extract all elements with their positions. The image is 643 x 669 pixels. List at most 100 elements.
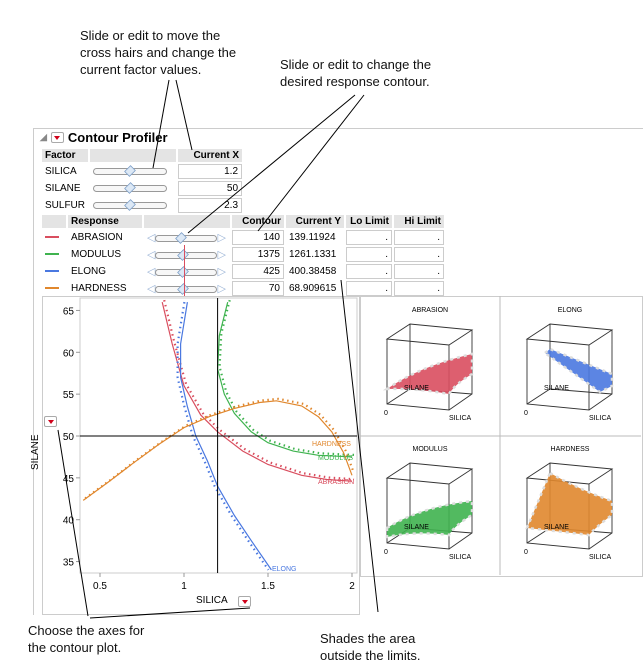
current-marker	[184, 262, 185, 279]
contour-shade-dots	[176, 301, 270, 571]
cube-frame	[385, 462, 474, 550]
lo-limit-input[interactable]: .	[346, 247, 392, 262]
current-y-value: 400.38458	[289, 266, 337, 277]
callout-line: Slide or edit to change the	[280, 57, 432, 72]
contour-input[interactable]: 70	[232, 281, 284, 296]
factor-slider[interactable]	[90, 181, 176, 196]
red-triangle-menu-icon[interactable]	[50, 132, 64, 143]
contour-slider[interactable]: ◁▷	[144, 279, 230, 296]
y-tick-label: 50	[63, 432, 75, 443]
axis-origin: 0	[384, 549, 388, 556]
x-tick-label: 1	[181, 581, 187, 592]
callout-line: desired response contour.	[280, 74, 430, 89]
callout-line: Choose the axes for	[28, 623, 145, 638]
y-tick-label: 35	[63, 558, 75, 569]
factor-callout: Slide or edit to move the cross hairs an…	[80, 27, 236, 78]
callout-line: Shades the area	[320, 631, 416, 646]
legend-swatch	[42, 281, 66, 296]
contour-slider[interactable]: ◁▷	[144, 245, 230, 262]
left-arrow-icon[interactable]: ◁	[147, 283, 156, 295]
col-swatch	[42, 215, 66, 228]
y-tick-label: 55	[63, 390, 75, 401]
right-arrow-icon[interactable]: ▷	[217, 232, 226, 244]
axes-callout: Choose the axes for the contour plot.	[28, 622, 144, 656]
disclosure-icon[interactable]: ◢	[40, 132, 47, 142]
current-marker	[184, 279, 185, 296]
contour-line-elong	[180, 302, 272, 571]
callout-line: cross hairs and change the	[80, 45, 237, 60]
x-tick-label: 2	[349, 581, 355, 592]
surface-x-label: SILICA	[449, 554, 472, 561]
y-tick-label: 45	[63, 474, 75, 485]
y-axis-menu-icon[interactable]	[44, 416, 57, 427]
surface-y-label: SILANE	[404, 524, 429, 531]
callout-line: Slide or edit to move the	[80, 28, 221, 43]
hi-limit-input[interactable]: .	[394, 230, 444, 245]
response-name: ABRASION	[71, 232, 123, 243]
panel-title: Contour Profiler	[67, 130, 168, 145]
current-y-value: 139.11924	[289, 232, 336, 243]
surface-y-label: SILANE	[544, 385, 569, 392]
curve-label: MODULUS	[318, 455, 353, 462]
axis-origin: 0	[384, 410, 388, 417]
right-arrow-icon[interactable]: ▷	[217, 266, 226, 278]
left-arrow-icon[interactable]: ◁	[147, 249, 156, 261]
contour-line-abrasion	[161, 301, 353, 482]
x-tick-label: 1.5	[261, 581, 275, 592]
callout-line: outside the limits.	[320, 648, 421, 663]
surface-mesh	[385, 499, 474, 539]
surface-title: MODULUS	[412, 446, 447, 453]
contour-input[interactable]: 425	[232, 264, 284, 279]
contour-slider[interactable]: ◁▷	[144, 262, 230, 279]
contour-slider[interactable]: ◁▷	[144, 230, 230, 245]
response-surface	[387, 501, 472, 537]
current-y-value: 68.909615	[289, 283, 337, 294]
left-arrow-icon[interactable]: ◁	[147, 266, 156, 278]
surface-x-label: SILICA	[589, 415, 612, 422]
curve-label: ELONG	[272, 566, 297, 573]
lo-limit-input[interactable]: .	[346, 230, 392, 245]
contour-line-modulus	[216, 301, 353, 458]
hi-limit-input[interactable]: .	[394, 247, 444, 262]
x-tick-label: 0.5	[93, 581, 107, 592]
response-name: ELONG	[71, 266, 107, 277]
y-tick-label: 60	[63, 348, 75, 359]
hi-limit-input[interactable]: .	[394, 281, 444, 296]
y-tick-label: 40	[63, 516, 75, 527]
factor-slider[interactable]	[90, 164, 176, 179]
response-name: HARDNESS	[71, 283, 127, 294]
axis-origin: 0	[524, 410, 528, 417]
hi-limit-input[interactable]: .	[394, 264, 444, 279]
y-axis-label: SILANE	[30, 434, 41, 470]
callout-line: current factor values.	[80, 62, 202, 77]
lo-limit-input[interactable]: .	[346, 264, 392, 279]
current-y-value: 1261.1331	[289, 249, 337, 260]
surface-plot-grid[interactable]: ABRASION0SILICASILANEELONG0SILICASILANEM…	[360, 296, 643, 577]
contour-shade-dots	[84, 397, 356, 500]
curve-label: HARDNESS	[312, 441, 351, 448]
right-arrow-icon[interactable]: ▷	[217, 283, 226, 295]
left-arrow-icon[interactable]: ◁	[147, 232, 156, 244]
cube-frame	[525, 323, 614, 411]
factor-slider[interactable]	[90, 198, 176, 213]
contour-input[interactable]: 1375	[232, 247, 284, 262]
response-surface	[545, 349, 612, 392]
right-arrow-icon[interactable]: ▷	[217, 249, 226, 261]
x-axis-menu-icon[interactable]	[238, 596, 251, 607]
limits-callout: Shades the area outside the limits.	[320, 630, 420, 664]
contour-shade-dots	[218, 299, 355, 456]
factor-name: SILANE	[45, 183, 81, 194]
factor-name: SILICA	[45, 166, 77, 177]
response-name: MODULUS	[71, 249, 122, 260]
cube-frame	[525, 462, 614, 550]
legend-swatch	[42, 230, 66, 245]
surface-mesh	[525, 471, 614, 537]
